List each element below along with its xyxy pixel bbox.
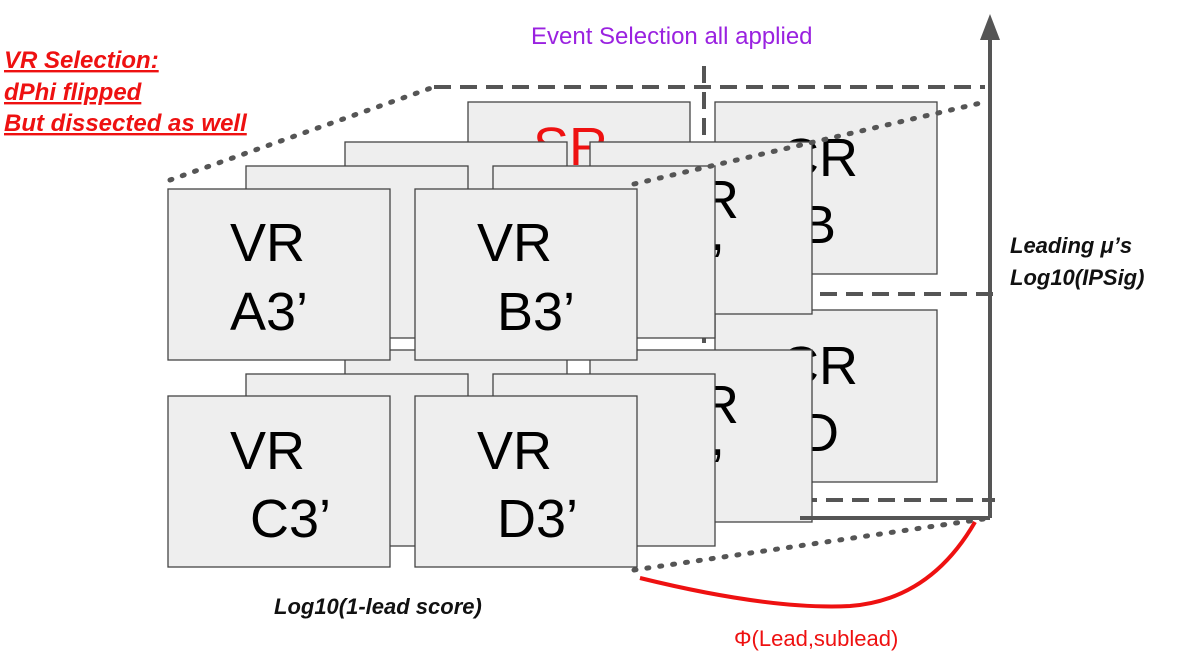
x-axis-label: Log10(1-lead score) — [274, 594, 482, 619]
title-event-selection: Event Selection all applied — [531, 23, 813, 50]
y-axis-label-line2: Log10(IPSig) — [1010, 265, 1144, 290]
label-vr-b3-line1: VR — [477, 213, 552, 273]
box-vr-c3 — [167, 395, 391, 568]
vr-selection-line3: But dissected as well — [4, 110, 248, 137]
label-vr-d3-line1: VR — [477, 421, 552, 481]
label-vr-d3-line2: D3’ — [497, 489, 578, 549]
phi-curve — [639, 520, 977, 609]
y-axis-arrowhead — [980, 14, 1000, 40]
vr-selection-line2: dPhi flipped — [4, 79, 143, 106]
box-vr-d3 — [414, 395, 638, 568]
phi-axis-label: Φ(Lead,sublead) — [734, 626, 898, 651]
perspective-dotted-top-left — [167, 84, 437, 183]
perspective-dotted-top-right — [631, 99, 988, 187]
box-vr-b3 — [414, 188, 638, 361]
label-vr-b3-line2: B3’ — [497, 282, 575, 342]
label-vr-c3-line2: C3’ — [250, 489, 331, 549]
vr-selection-line1: VR Selection: — [4, 47, 159, 74]
label-vr-a3-line2: A3’ — [230, 282, 308, 342]
label-vr-a3-line1: VR — [230, 213, 305, 273]
y-axis-label-line1: Leading μ’s — [1010, 233, 1132, 258]
label-vr-c3-line1: VR — [230, 421, 305, 481]
perspective-dotted-bottom — [631, 515, 993, 573]
box-vr-a3 — [167, 188, 391, 361]
